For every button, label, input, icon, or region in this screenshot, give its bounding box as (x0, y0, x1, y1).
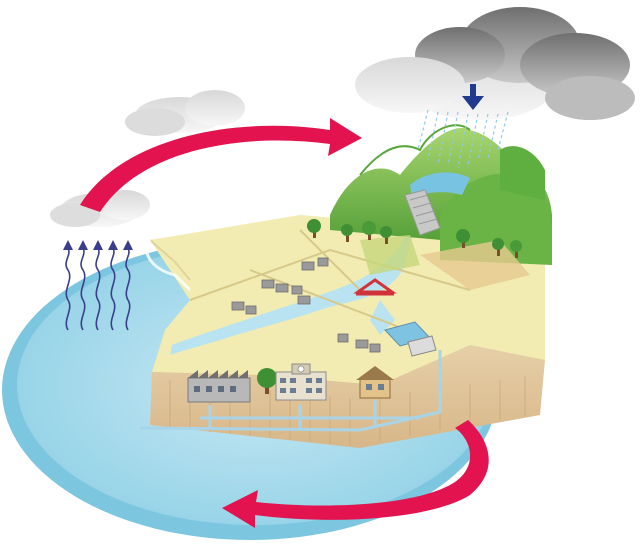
town-houses (231, 257, 381, 353)
tree-icon (456, 229, 470, 248)
rain (417, 109, 509, 169)
small-cloud-upper (125, 90, 245, 136)
tree-icon (510, 240, 522, 258)
tree-icon (492, 238, 504, 256)
underground-pipe-icon (139, 350, 442, 432)
farm-fields (360, 235, 530, 290)
shoreline (145, 239, 192, 292)
tree-icon (380, 226, 392, 244)
tree-icon (341, 224, 353, 242)
water-treatment-plant-icon (384, 321, 437, 357)
house-icon (356, 366, 394, 399)
trees (257, 219, 522, 394)
tree-icon (307, 219, 321, 238)
bridge-icon (353, 278, 397, 296)
cloud-icon (50, 7, 635, 227)
vapor-arrowheads (63, 240, 133, 250)
tree-icon (257, 368, 277, 394)
vapor-arrow-icon (65, 247, 131, 331)
roads (189, 229, 471, 336)
factory-icon (187, 370, 251, 403)
dam-icon (404, 172, 470, 236)
tree-icon (362, 221, 376, 240)
cycle-arrow-icon (80, 118, 489, 528)
rain-arrow-icon (462, 84, 484, 110)
school-icon (275, 363, 327, 401)
rain-cloud (355, 7, 635, 120)
